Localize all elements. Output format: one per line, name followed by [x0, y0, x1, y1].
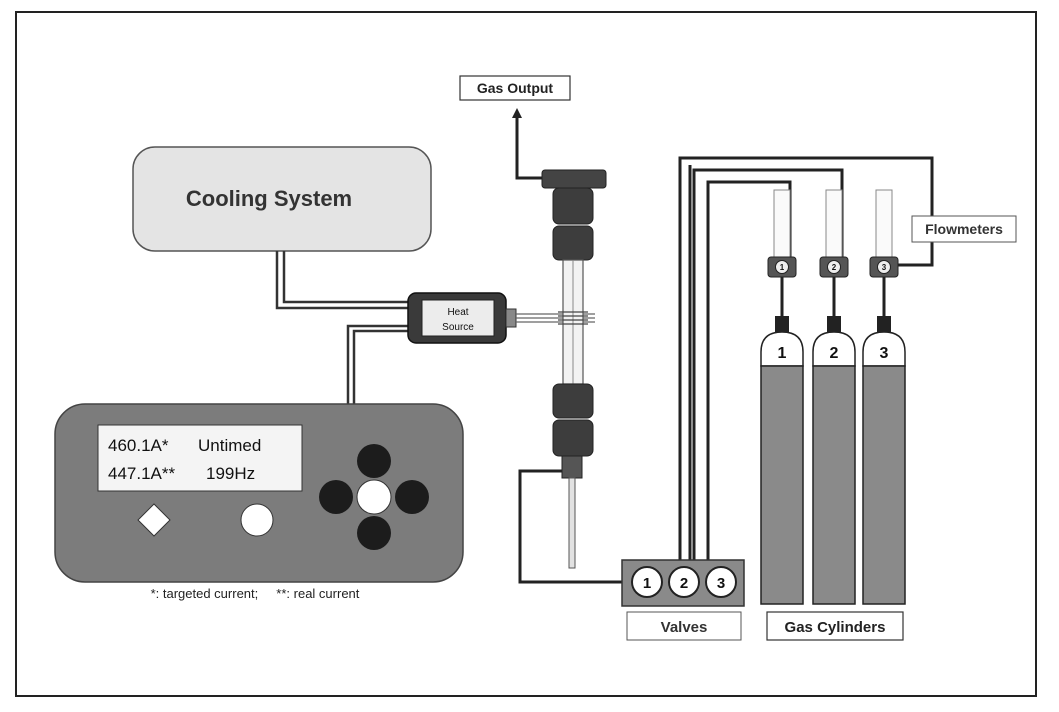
- gas-cylinders-label-box: [766, 611, 904, 641]
- controller-display: [97, 424, 303, 492]
- valves-label-box: [626, 611, 742, 641]
- dpad-down: [357, 516, 391, 550]
- probe-rod: [568, 477, 576, 569]
- flowmeters-label: Flowmeters: [925, 221, 1003, 237]
- gas-output-label: Gas Output: [477, 80, 554, 96]
- round-button: [240, 503, 274, 537]
- valve-number-3: 3: [717, 575, 725, 592]
- dpad-left: [319, 480, 353, 514]
- footnote: *: targeted current; **: real current: [151, 586, 360, 601]
- gas-output-arrow: [512, 108, 522, 118]
- gas-cylinders-label: Gas Cylinders: [785, 619, 886, 636]
- flowmeter-tube-1: [773, 189, 791, 259]
- valve-number-1: 1: [643, 575, 651, 592]
- direction-pad: [319, 444, 429, 550]
- gas-cylinders: 1 2 3: [760, 316, 906, 605]
- cooling-pipes: [275, 251, 408, 310]
- dpad-up: [357, 444, 391, 478]
- heat-source-label-plate: [421, 299, 495, 337]
- display-current-real: 447.1A**: [108, 464, 175, 483]
- cylinder-body-3: [862, 365, 906, 605]
- valve-number-2: 2: [680, 575, 688, 592]
- cylinder-top-2: [812, 331, 856, 367]
- cooling-system-box: [132, 146, 432, 252]
- cylinder-number-2: 2: [830, 345, 839, 362]
- dpad-center: [356, 479, 392, 515]
- display-mode: Untimed: [198, 436, 261, 455]
- cylinder-top-3: [862, 331, 906, 367]
- gas-output-line: [515, 117, 542, 180]
- diamond-button: [137, 503, 171, 537]
- valves: 1 2 3: [631, 566, 737, 598]
- tube-top-cap: [541, 169, 607, 189]
- lower-fitting-1: [552, 383, 594, 419]
- flowmeter-number-2: 2: [832, 263, 837, 272]
- cylinder-number-3: 3: [880, 345, 889, 362]
- flowmeter-tube-3: [875, 189, 893, 259]
- flowmeter-number-3: 3: [882, 263, 887, 272]
- lower-connector: [561, 455, 583, 479]
- upper-fitting-2: [552, 225, 594, 261]
- gas-inlet-line: [518, 469, 622, 584]
- reactor-tube: [512, 108, 607, 569]
- valve-1: [631, 566, 663, 598]
- cylinder-body-1: [760, 365, 804, 605]
- cylinder-number-1: 1: [778, 345, 787, 362]
- flowmeter-tube-2: [825, 189, 843, 259]
- heat-source-label-line2: Source: [442, 322, 474, 333]
- cooling-system-label: Cooling System: [186, 186, 352, 211]
- power-cable: [346, 324, 408, 404]
- valve-2: [668, 566, 700, 598]
- cylinder-body-2: [812, 365, 856, 605]
- heat-source-nozzle: [505, 308, 517, 328]
- display-frequency: 199Hz: [206, 464, 255, 483]
- dpad-right: [395, 480, 429, 514]
- display-current-target: 460.1A*: [108, 436, 169, 455]
- flowmeters: 1 2 3: [767, 189, 899, 318]
- lower-fitting-2: [552, 419, 594, 457]
- flowmeters-label-box: [911, 215, 1017, 243]
- cylinder-top-1: [760, 331, 804, 367]
- valves-label: Valves: [661, 619, 708, 636]
- valve-3: [705, 566, 737, 598]
- heat-source-label-line1: Heat: [447, 307, 468, 318]
- flowmeter-number-1: 1: [780, 263, 785, 272]
- gas-output-label-box: [459, 75, 571, 101]
- upper-fitting-1: [552, 187, 594, 225]
- heating-coil: [558, 311, 588, 325]
